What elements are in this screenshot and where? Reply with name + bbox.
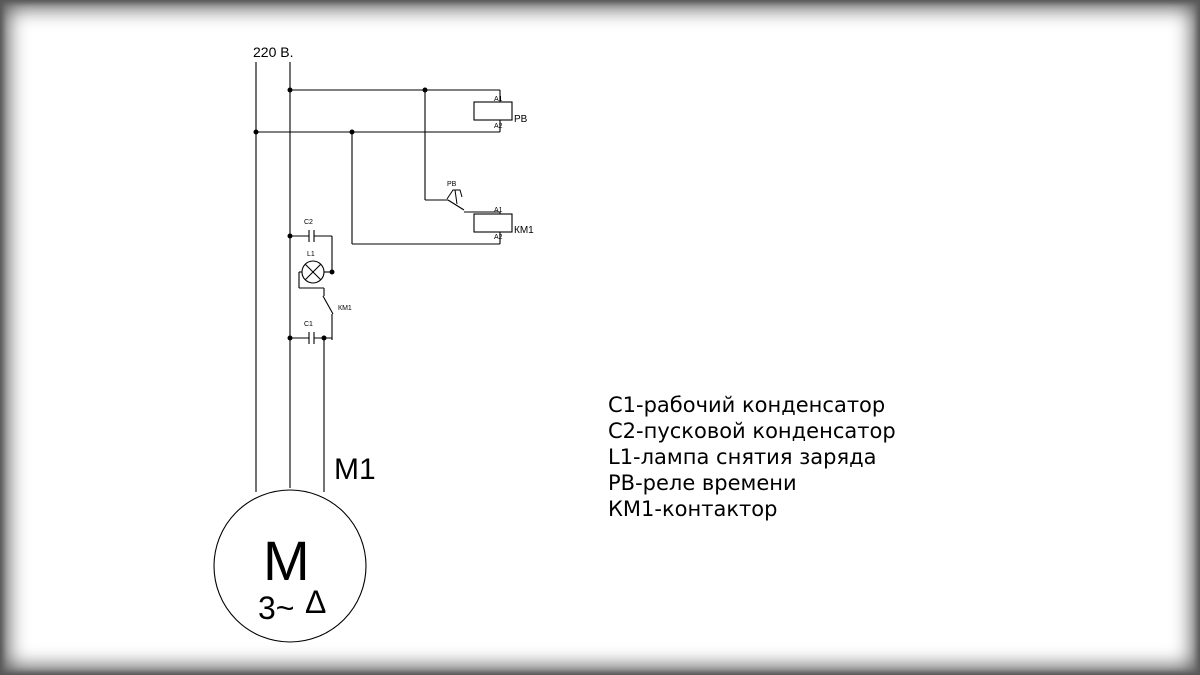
relay-pv-coil [473,101,513,121]
capacitor-c2-label: С2 [304,219,313,226]
contact-km1-blade [322,295,334,315]
legend-item-l1: L1-лампа снятия заряда [608,445,877,469]
legend-item-c2: С2-пусковой конденсатор [608,419,896,443]
relay-pv-label: РВ [514,114,528,125]
contact-km1-label: КМ1 [338,305,352,312]
motor-phases: 3~ [258,590,294,626]
motor-label: М1 [334,453,376,486]
relay-pv-a1-label: A1 [494,96,503,103]
contactor-km1-label: КМ1 [514,225,534,236]
lamp-l1-label: L1 [307,251,315,258]
motor-circle [213,489,367,643]
supply-voltage-label: 220 В. [253,44,293,60]
contactor-km1-a2-label: A2 [494,234,503,241]
legend-item-km1: КМ1-контактор [608,497,778,521]
legend-item-pv: РВ-реле времени [608,471,797,495]
timer-contact-symbol [446,189,463,205]
motor-symbol: M [263,529,310,592]
delta-connection-symbol: Δ [305,584,326,620]
capacitor-c1-label: С1 [304,321,313,328]
legend-item-c1: С1-рабочий конденсатор [608,393,886,417]
contactor-km1-coil [473,213,513,233]
contactor-km1-a1-label: A1 [494,207,503,214]
legend: С1-рабочий конденсатор С2-пусковой конде… [608,392,896,522]
motor-m1: М1 M 3~ Δ [213,453,376,643]
timer-contact-label: РВ [447,181,457,188]
contactor-km1-branch: РВ A1 A2 КМ1 [351,90,534,245]
capacitor-block: С2 L1 КМ1 С1 [290,219,352,344]
junction-dots [253,87,428,341]
lamp-l1-symbol [301,260,325,284]
relay-pv-branch: A1 A2 РВ [256,89,528,133]
relay-pv-a2-label: A2 [494,123,503,130]
